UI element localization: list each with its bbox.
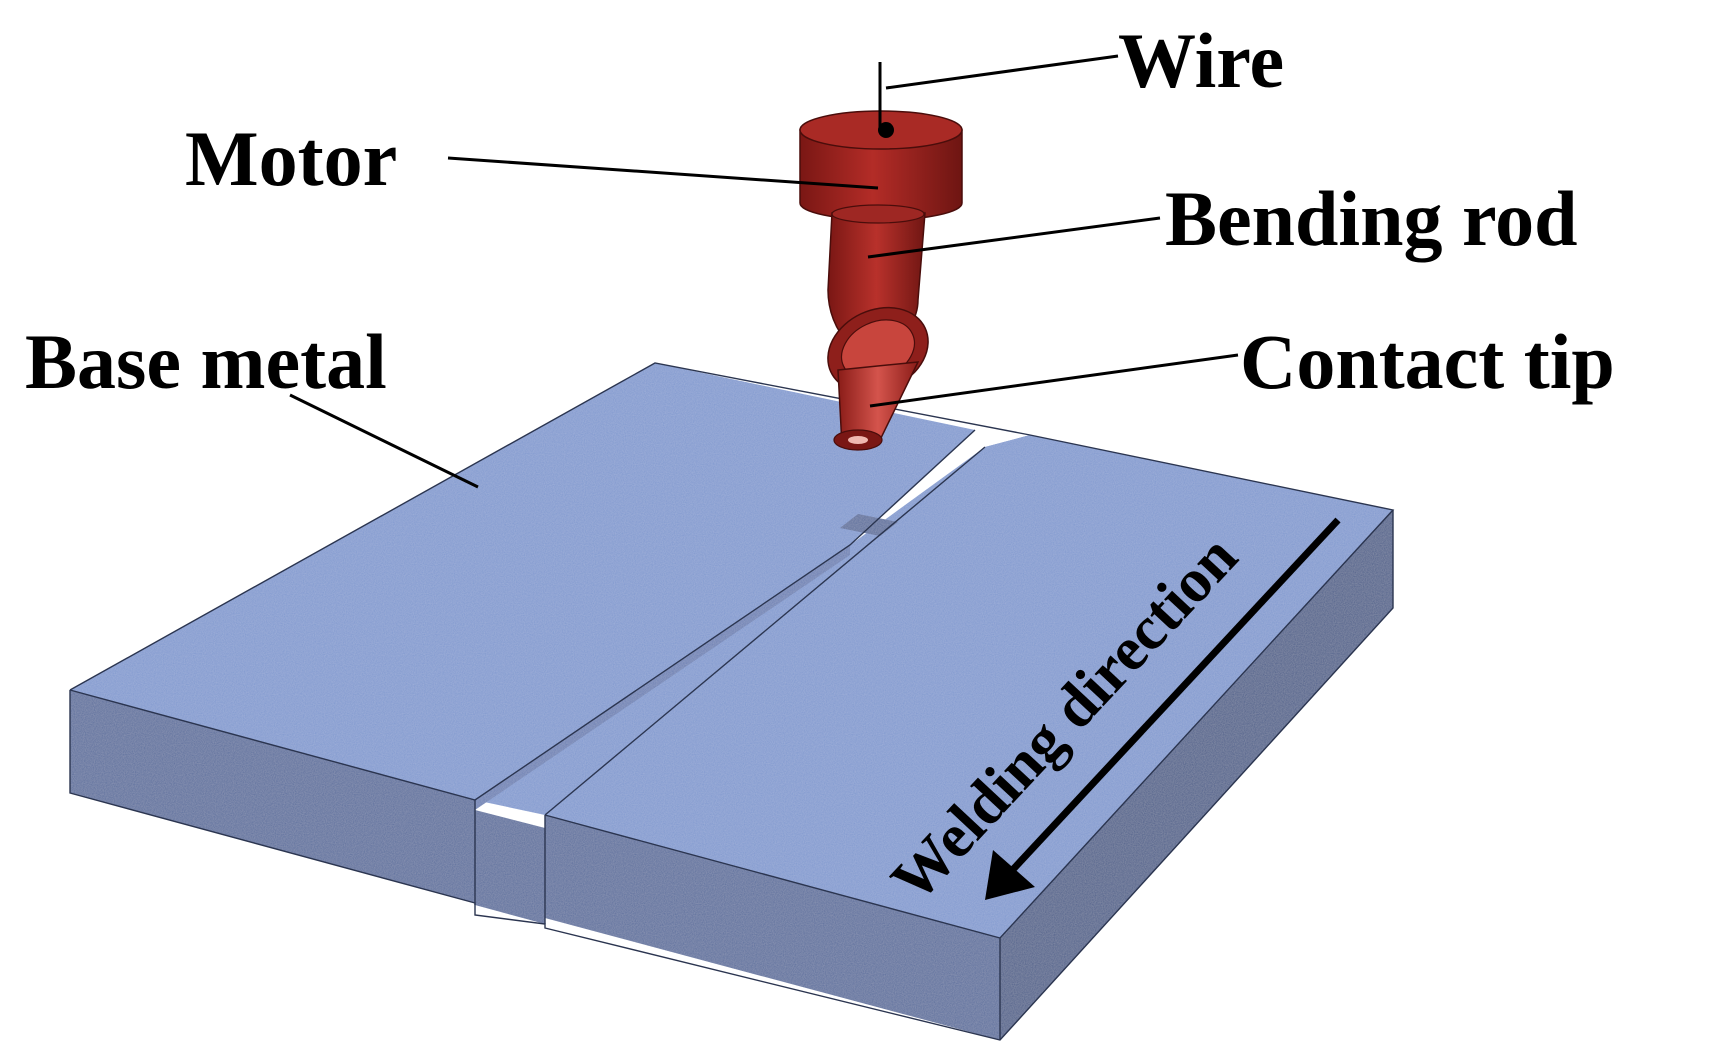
torch-assembly [799, 110, 963, 451]
plate-left-top [70, 363, 975, 800]
wire-dot [878, 122, 894, 138]
contact-tip-label: Contact tip [1240, 318, 1615, 405]
leader-lines [289, 54, 1239, 489]
plate-groove-window [840, 514, 898, 536]
welding-direction-arrow [985, 517, 1341, 900]
plate-edges [69, 362, 1395, 1041]
plate-right-top [545, 435, 1393, 938]
wire-label: Wire [1118, 17, 1284, 104]
motor-leader [447, 156, 879, 190]
plate-groove-front-face [475, 810, 545, 924]
motor-body [799, 110, 963, 221]
plate-right-side-face [1000, 510, 1393, 1040]
plate-groove-wall [475, 545, 850, 810]
plate-right-front-face [545, 815, 1000, 1040]
bending-rod-label: Bending rod [1165, 175, 1578, 262]
base-metal-leader [289, 393, 479, 489]
motor-label: Motor [185, 115, 397, 202]
contact-tip-leader [869, 353, 1239, 408]
plate-groove-floor [475, 435, 1030, 815]
base-metal-plate [70, 363, 1393, 1040]
plate-left-front-face [70, 690, 475, 903]
bending-rod-leader [867, 216, 1161, 259]
base-metal-label: Base metal [25, 318, 387, 405]
wire-leader [885, 54, 1119, 90]
